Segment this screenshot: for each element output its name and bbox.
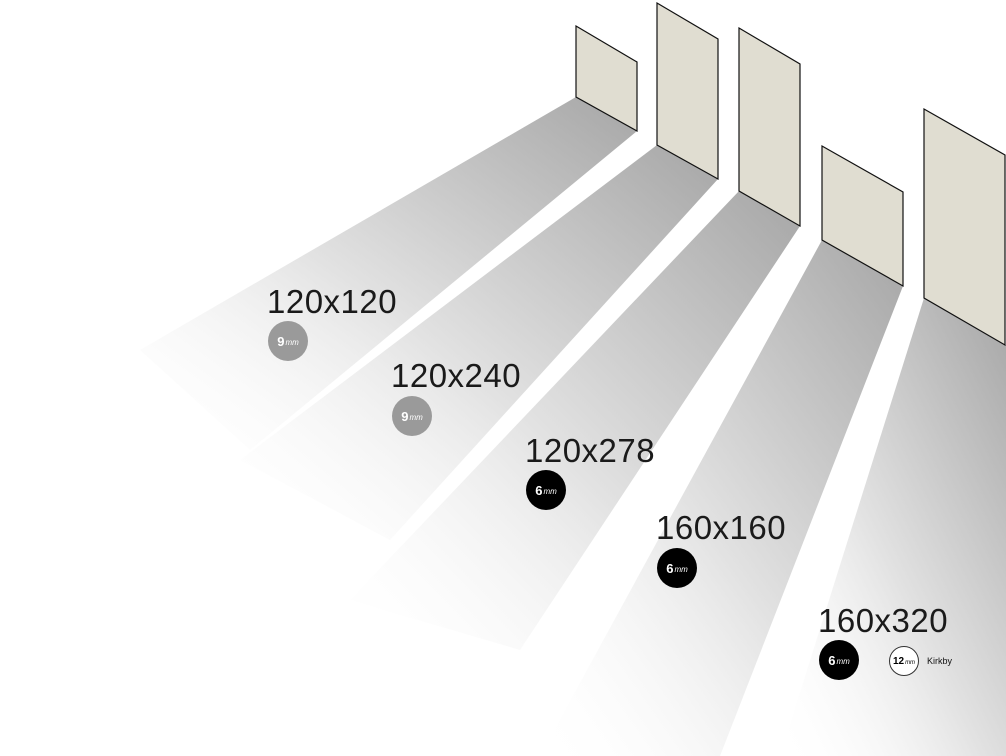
size-label: 120x278	[525, 432, 656, 469]
tiles	[575, 1, 1006, 347]
size-label: 120x240	[391, 357, 522, 394]
thickness-unit: mm	[674, 565, 688, 574]
size-label: 120x120	[267, 283, 398, 320]
tile-120x278	[738, 26, 801, 228]
thickness-value: 9	[401, 408, 409, 424]
tile-160x160	[821, 144, 904, 288]
thickness-value: 9	[277, 333, 285, 349]
tile-shadow-1	[140, 97, 637, 450]
thickness-unit: mm	[836, 657, 850, 666]
thickness-unit: mm	[285, 338, 299, 347]
tile-120x240	[656, 1, 719, 181]
size-label: 160x320	[818, 602, 949, 639]
thickness-value: 6	[828, 652, 836, 668]
thickness-value: 6	[666, 560, 674, 576]
thickness-unit: mm	[905, 659, 916, 666]
tile-shadow-3	[350, 191, 800, 650]
thickness-unit: mm	[409, 413, 423, 422]
tile-shadow-4	[540, 240, 903, 756]
tile-shadow-2	[240, 145, 718, 540]
thickness-unit: mm	[543, 487, 557, 496]
tile-120x120	[575, 24, 638, 133]
tile-shadows	[140, 97, 1006, 756]
thickness-value: 12	[892, 655, 905, 667]
thickness-value: 6	[535, 482, 543, 498]
collection-name: Kirkby	[927, 656, 953, 666]
size-label: 160x160	[656, 509, 787, 546]
tile-160x320	[923, 107, 1006, 347]
